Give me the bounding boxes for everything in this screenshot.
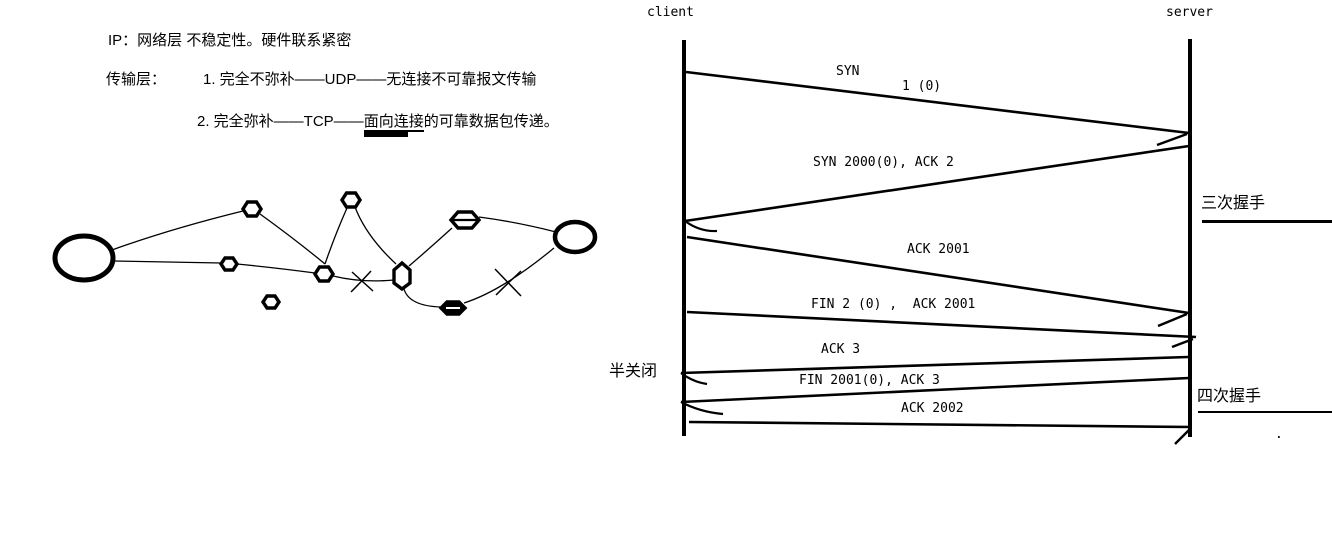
annotation-half-close: 半关闭 [609,363,658,380]
broken-link-x-icon [350,270,372,293]
router-hexagon [260,294,282,310]
link-line [112,260,222,264]
link-line [324,207,348,265]
note-tcp-suffix: 的可靠数据包传递。 [423,113,559,130]
router-hexagon [312,265,336,283]
router-hexagon [218,256,240,272]
arrowhead [1157,312,1188,328]
server-lifeline [1188,39,1192,437]
broken-link-x-icon [495,270,522,296]
arrow-syn-ack [684,144,1190,233]
arrowhead [1174,428,1191,445]
network-links [111,206,557,308]
arrowhead [680,401,724,416]
link-line [236,263,316,274]
note-tcp-prefix: 2. 完全弥补——TCP—— [197,113,364,130]
note-line-ip: IP：网络层 不稳定性。硬件联系紧密 [108,32,352,49]
note-item-tcp: 2. 完全弥补——TCP——面向连接的可靠数据包传递。 [197,113,559,132]
message-label-fin-client: FIN 2 (0) , ACK 2001 [811,297,976,312]
actor-label-client: client [647,5,694,20]
router-nodes [218,191,482,316]
message-label-fin-server: FIN 2001(0), ACK 3 [799,373,940,388]
link-line [111,210,244,251]
link-line [478,216,557,233]
message-label-syn-ack: SYN 2000(0), ACK 2 [813,155,954,170]
note-transport-label: 传输层： [106,71,167,88]
link-line [259,213,326,265]
message-label-ack-2001: ACK 2001 [907,242,970,257]
router-hexagon [240,200,264,218]
end-network-right [552,219,598,255]
actor-label-server: server [1166,5,1213,20]
link-line [463,247,555,304]
arrowhead [1156,132,1188,147]
link-line [408,227,453,267]
tcp-sequence-diagram [680,39,1197,445]
message-label-syn: SYN [836,64,860,79]
note-tcp-underlined: 面向连接 [363,113,424,132]
arrow-fin-server [680,376,1190,416]
annotation-four-way-handshake: 四次握手 [1197,388,1332,414]
link-line [354,206,397,265]
message-label-syn-seq: 1 (0) [902,79,942,94]
arrowhead [684,220,718,233]
client-lifeline [682,40,686,436]
arrow-ack-2001 [686,235,1190,328]
message-label-ack-3: ACK 3 [821,342,861,357]
message-label-ack-2002: ACK 2002 [901,401,964,416]
router-hexagon [339,191,363,209]
arrow-ack-3 [680,355,1189,386]
arrowhead [680,372,708,386]
link-line [403,288,442,308]
broken-link-x-icon [351,271,374,292]
end-network-left [52,233,116,283]
router-hexagon [392,260,412,292]
stray-dot: . [1275,427,1283,442]
annotation-three-way-handshake: 三次握手 [1201,195,1332,225]
arrow-ack-2002 [688,420,1192,445]
broken-link-x-marks [350,268,522,297]
arrow-syn [685,70,1190,147]
arrow-fin-client [686,310,1197,349]
note-item-udp: 1. 完全不弥补——UDP——无连接不可靠报文传输 [203,71,537,88]
arrowhead [1171,337,1194,349]
network-sketch [52,191,598,316]
